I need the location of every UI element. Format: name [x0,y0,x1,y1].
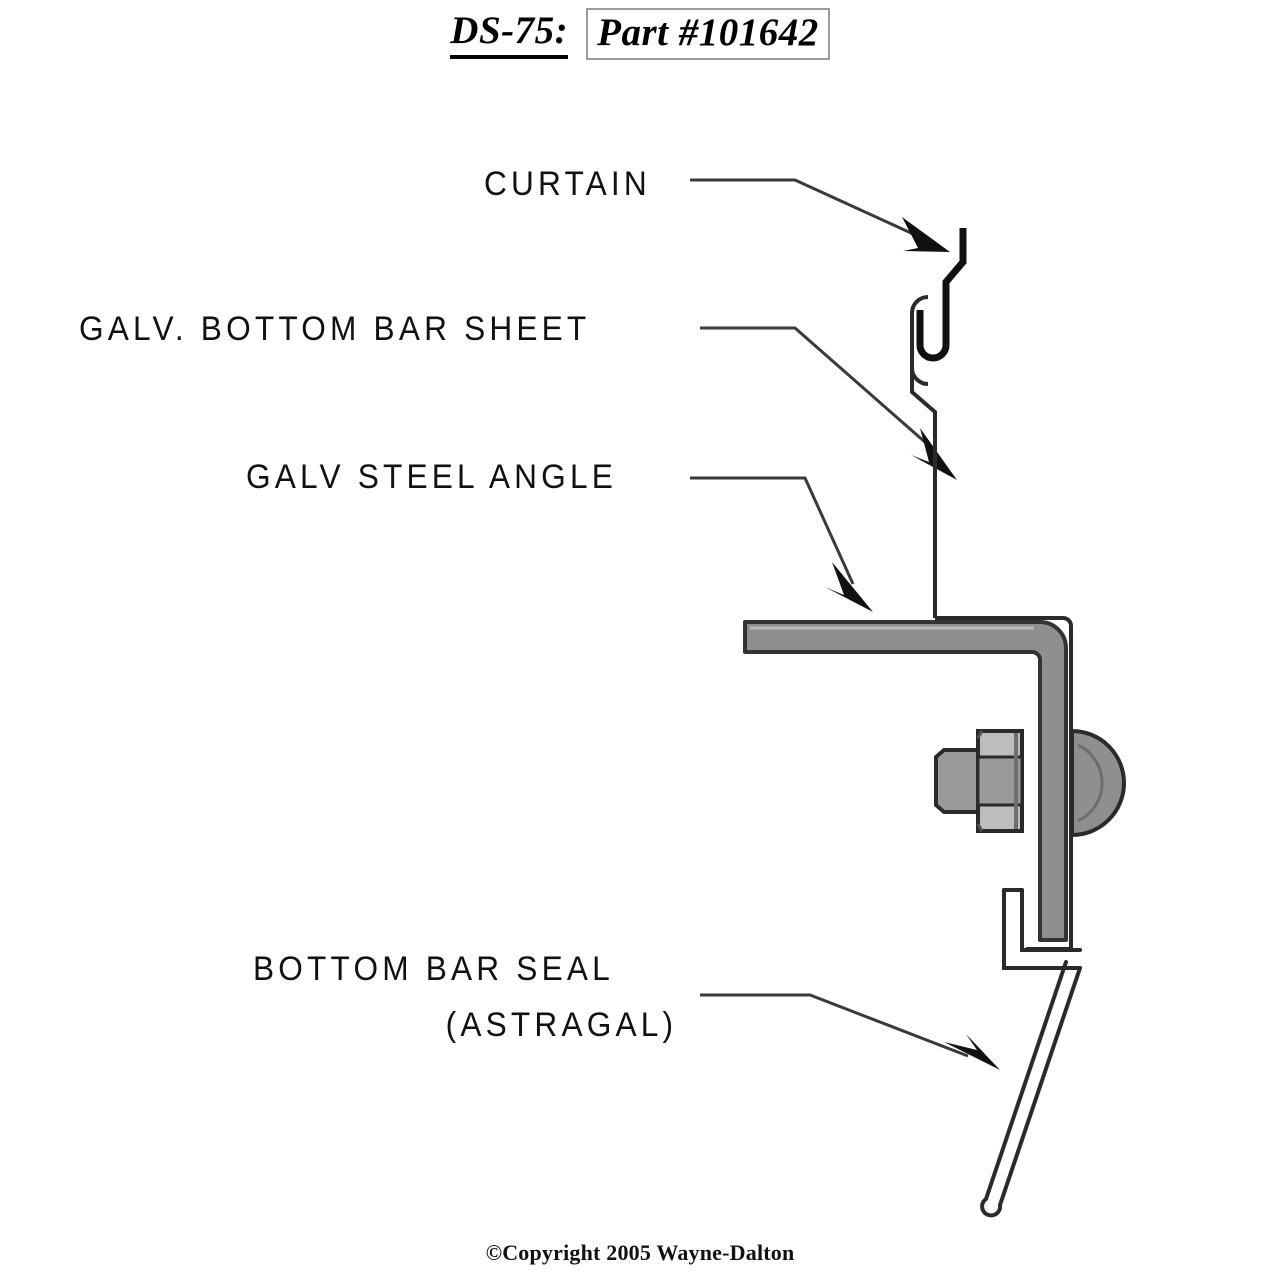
seal-retainer-inner [1020,888,1082,952]
carriage-bolt-head [1070,728,1126,838]
leader-line-galv-bottom-bar-sheet [700,326,935,452]
arrowhead-galv-steel-angle [825,562,873,612]
arrowhead-galv-bottom-bar-sheet [911,428,957,480]
angle-profile [743,620,1068,942]
hex-nut-facet-center [976,755,1024,807]
leader-line-bottom-bar-seal [700,993,969,1058]
sheet-left-skin [910,368,937,618]
bolt-shank [934,748,980,814]
sheet-top-fold [910,295,929,386]
leader-line-curtain [690,178,923,240]
callout-label-curtain: CURTAIN [484,165,651,203]
leader-lines [690,178,969,1058]
title-part-number: Part #101642 [586,8,830,60]
galv-bottom-bar-sheet-part [910,295,1073,951]
arrowhead-bottom-bar-seal [944,1034,1000,1070]
callout-label-galv-steel-angle: GALV STEEL ANGLE [246,458,617,496]
leader-arrowheads [825,217,1000,1070]
seal-blade-tip [980,1197,1003,1218]
curtain-profile [916,228,967,362]
title-model-code: DS-75: [450,8,569,59]
callout-label-bottom-bar-seal: BOTTOM BAR SEAL (ASTRAGAL) [253,941,681,1053]
seal-blade-outer-edge [998,966,1082,1207]
bottom-bar-seal-part [980,888,1082,1218]
title-block: DS-75: Part #101642 [0,8,1280,60]
arrowhead-curtain [902,217,950,252]
callout-label-bottom-bar-seal-line1: BOTTOM BAR SEAL [253,950,614,988]
sheet-outer-skin [935,616,1073,949]
carriage-bolt-head-shade [1077,743,1104,823]
callout-label-galv-bottom-bar-sheet: GALV. BOTTOM BAR SHEET [79,310,591,348]
copyright-footer: ©Copyright 2005 Wayne-Dalton [485,1240,795,1265]
seal-blade-inner-edge [984,960,1068,1201]
leader-line-galv-steel-angle [690,476,855,585]
curtain-part [916,228,967,362]
hex-nut-body [976,729,1024,833]
callout-label-bottom-bar-seal-line2: (ASTRAGAL) [445,1006,678,1044]
hex-nut-chamfers [976,730,984,832]
seal-retainer-outer [1002,888,1082,970]
bolt-assembly [934,728,1126,838]
galv-steel-angle-part [743,620,1068,942]
